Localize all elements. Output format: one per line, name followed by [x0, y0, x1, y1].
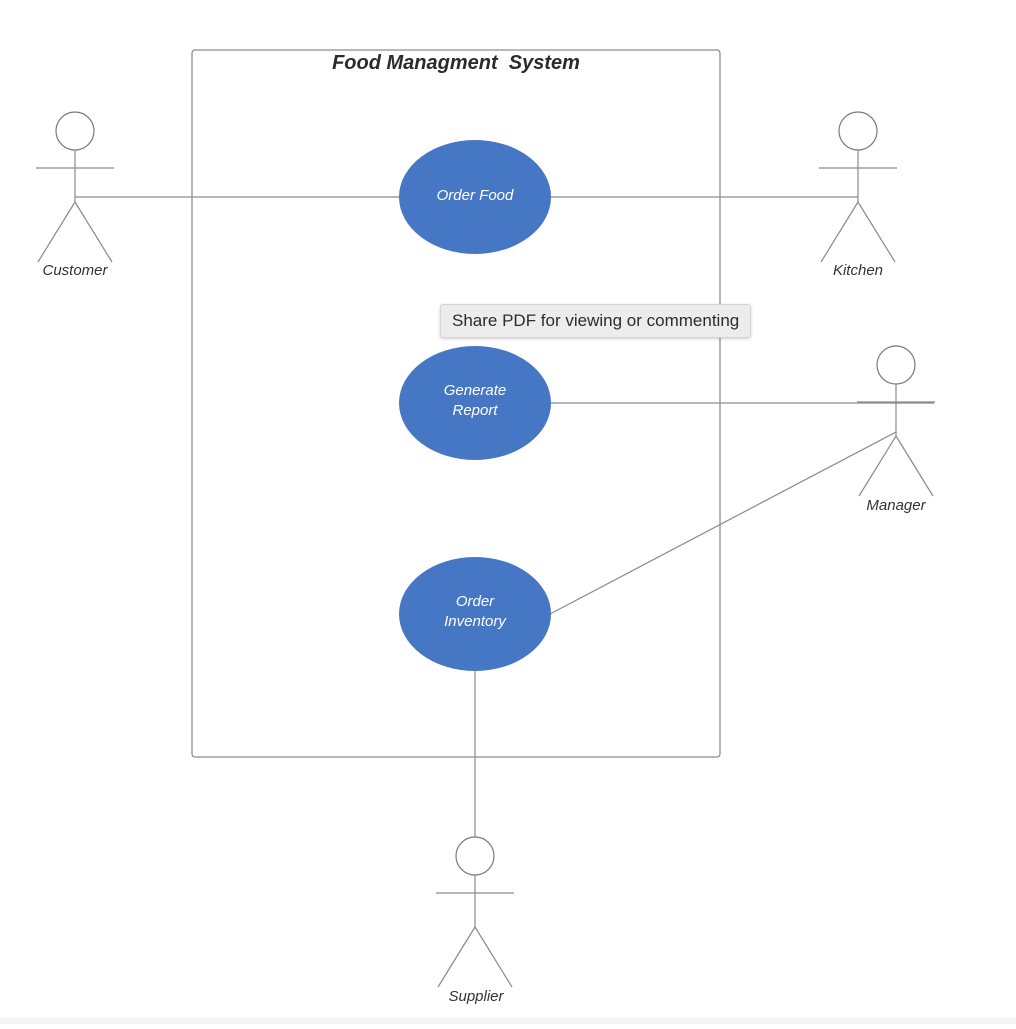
- actor-kitchen-right-leg: [857, 201, 896, 263]
- system-title: Food Managment System: [332, 52, 580, 74]
- use-case-order-inventory-label: Order Inventory: [400, 592, 550, 632]
- use-case-generate-report-line2: Report: [452, 402, 498, 419]
- bottom-strip: [0, 1018, 1016, 1024]
- share-pdf-tooltip: Share PDF for viewing or commenting: [440, 304, 752, 338]
- actor-supplier[interactable]: [436, 836, 514, 988]
- actor-manager-right-leg: [895, 435, 934, 497]
- actor-kitchen-left-leg: [820, 201, 859, 263]
- actor-supplier-head: [455, 836, 495, 876]
- actor-manager-head: [876, 345, 916, 385]
- use-case-generate-report[interactable]: [399, 346, 551, 460]
- actor-customer-label: Customer: [42, 262, 108, 279]
- actor-customer-right-leg: [74, 201, 113, 263]
- use-case-order-food[interactable]: [399, 140, 551, 254]
- actor-manager-left-leg: [858, 435, 897, 497]
- actor-manager[interactable]: [857, 345, 935, 497]
- use-case-order-inventory[interactable]: [399, 557, 551, 671]
- use-case-order-food-text: Order Food: [436, 187, 514, 204]
- actor-kitchen[interactable]: [819, 111, 897, 263]
- actor-customer[interactable]: [36, 111, 114, 263]
- actor-supplier-right-leg: [474, 926, 513, 988]
- use-case-order-food-label: Order Food: [400, 186, 550, 206]
- actor-kitchen-label: Kitchen: [832, 262, 884, 279]
- actor-kitchen-head: [838, 111, 878, 151]
- use-case-generate-report-label: Generate Report: [400, 381, 550, 421]
- actor-supplier-left-leg: [437, 926, 476, 988]
- actor-manager-label: Manager: [866, 497, 926, 514]
- actor-supplier-label: Supplier: [448, 988, 504, 1005]
- association-order-inventory-manager: [549, 431, 897, 615]
- actor-customer-head: [55, 111, 95, 151]
- use-case-generate-report-line1: Generate: [443, 382, 507, 399]
- actor-customer-left-leg: [37, 201, 76, 263]
- use-case-order-inventory-line2: Inventory: [444, 613, 506, 630]
- use-case-order-inventory-line1: Order: [455, 593, 495, 610]
